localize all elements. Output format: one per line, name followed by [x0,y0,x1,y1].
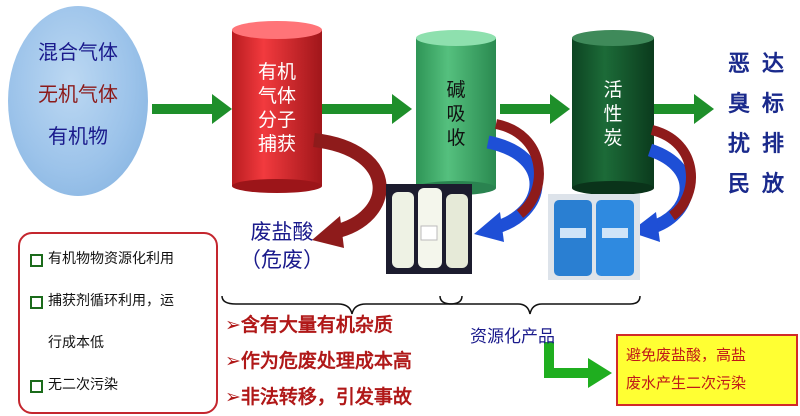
brace-resource-products [439,295,641,315]
outlet-char: 扰 [728,132,751,157]
capture-label-line: 捕获 [257,133,296,155]
capture-label-line: 气体 [257,85,296,107]
benefit-item: 有机物物资源化利用 [48,251,174,267]
benefit-item: 无二次污染 [48,377,118,393]
waste-acid-line: 废盐酸 [250,220,314,244]
advice-arrow [544,342,612,388]
flow-arrow-alkali-to-carbon [500,94,570,124]
inlet-line-inorganic-gas: 无机气体 [38,82,118,106]
inlet-line-mixed-gas: 混合气体 [38,40,118,64]
benefit-item: 行成本低 [48,335,104,351]
inlet-line-organics: 有机物 [48,124,108,148]
waste-acid-label: 废盐酸 （危废） [232,218,332,274]
capture-stage-label: 有机 气体 分子 捕获 [232,60,322,156]
flow-arrow-inlet-to-capture [152,94,232,124]
carbon-label-line: 性 [603,103,623,125]
advice-line: 废水产生二次污染 [626,374,747,392]
problem-text: 非法转移，引发事故 [240,386,412,408]
outlet-char: 恶 [728,52,751,77]
advice-line: 避免废盐酸，高盐 [626,346,747,364]
waste-acid-bottles-photo [386,184,472,274]
capture-cylinder [232,21,322,193]
flow-arrow-capture-to-alkali [322,94,412,124]
carbon-stage-label: 活 性 炭 [572,78,654,150]
problem-item: ➢非法转移，引发事故 [225,386,412,408]
outlet-char: 臭 [728,92,751,117]
alkali-label-line: 吸 [446,103,466,125]
problem-item: ➢作为危废处理成本高 [225,350,412,372]
alkali-absorption-cylinder [416,30,496,195]
benefit-item: 捕获剂循环利用，运 [48,293,174,309]
carbon-label-line: 炭 [603,127,623,149]
outlet-char: 民 [728,172,751,197]
outlet-char: 标 [762,92,785,117]
carbon-label-line: 活 [603,79,623,101]
waste-acid-line: （危废） [240,248,324,272]
alkali-label-line: 碱 [446,79,466,101]
activated-carbon-cylinder [572,30,654,195]
resource-products-label: 资源化产品 [470,327,555,347]
problem-item: ➢含有大量有机杂质 [225,314,393,336]
outlet-char: 放 [762,172,785,197]
advice-box: 避免废盐酸，高盐 废水产生二次污染 [616,334,798,406]
checkbox-bullet-icon [30,296,43,309]
product-drums-photo [548,194,640,280]
outlet-char: 达 [762,52,785,77]
flow-arrow-carbon-to-outlet [654,94,714,124]
recycle-arrow-red-3 [650,125,696,221]
inlet-gas-ellipse: 混合气体 无机气体 有机物 [8,6,148,196]
alkali-label-line: 收 [446,127,466,149]
recycle-arrow-red-2 [494,119,544,218]
byproduct-arrow-red [312,133,387,248]
capture-label-line: 分子 [257,109,296,131]
alkali-stage-label: 碱 吸 收 [416,78,496,150]
checkbox-bullet-icon [30,380,43,393]
capture-label-line: 有机 [257,61,296,83]
checkbox-bullet-icon [30,254,43,267]
outlet-char: 排 [762,132,785,157]
benefits-box: 有机物物资源化利用 捕获剂循环利用，运 行成本低 无二次污染 [18,232,218,414]
problem-text: 作为危废处理成本高 [240,350,412,372]
problem-text: 含有大量有机杂质 [240,314,393,336]
